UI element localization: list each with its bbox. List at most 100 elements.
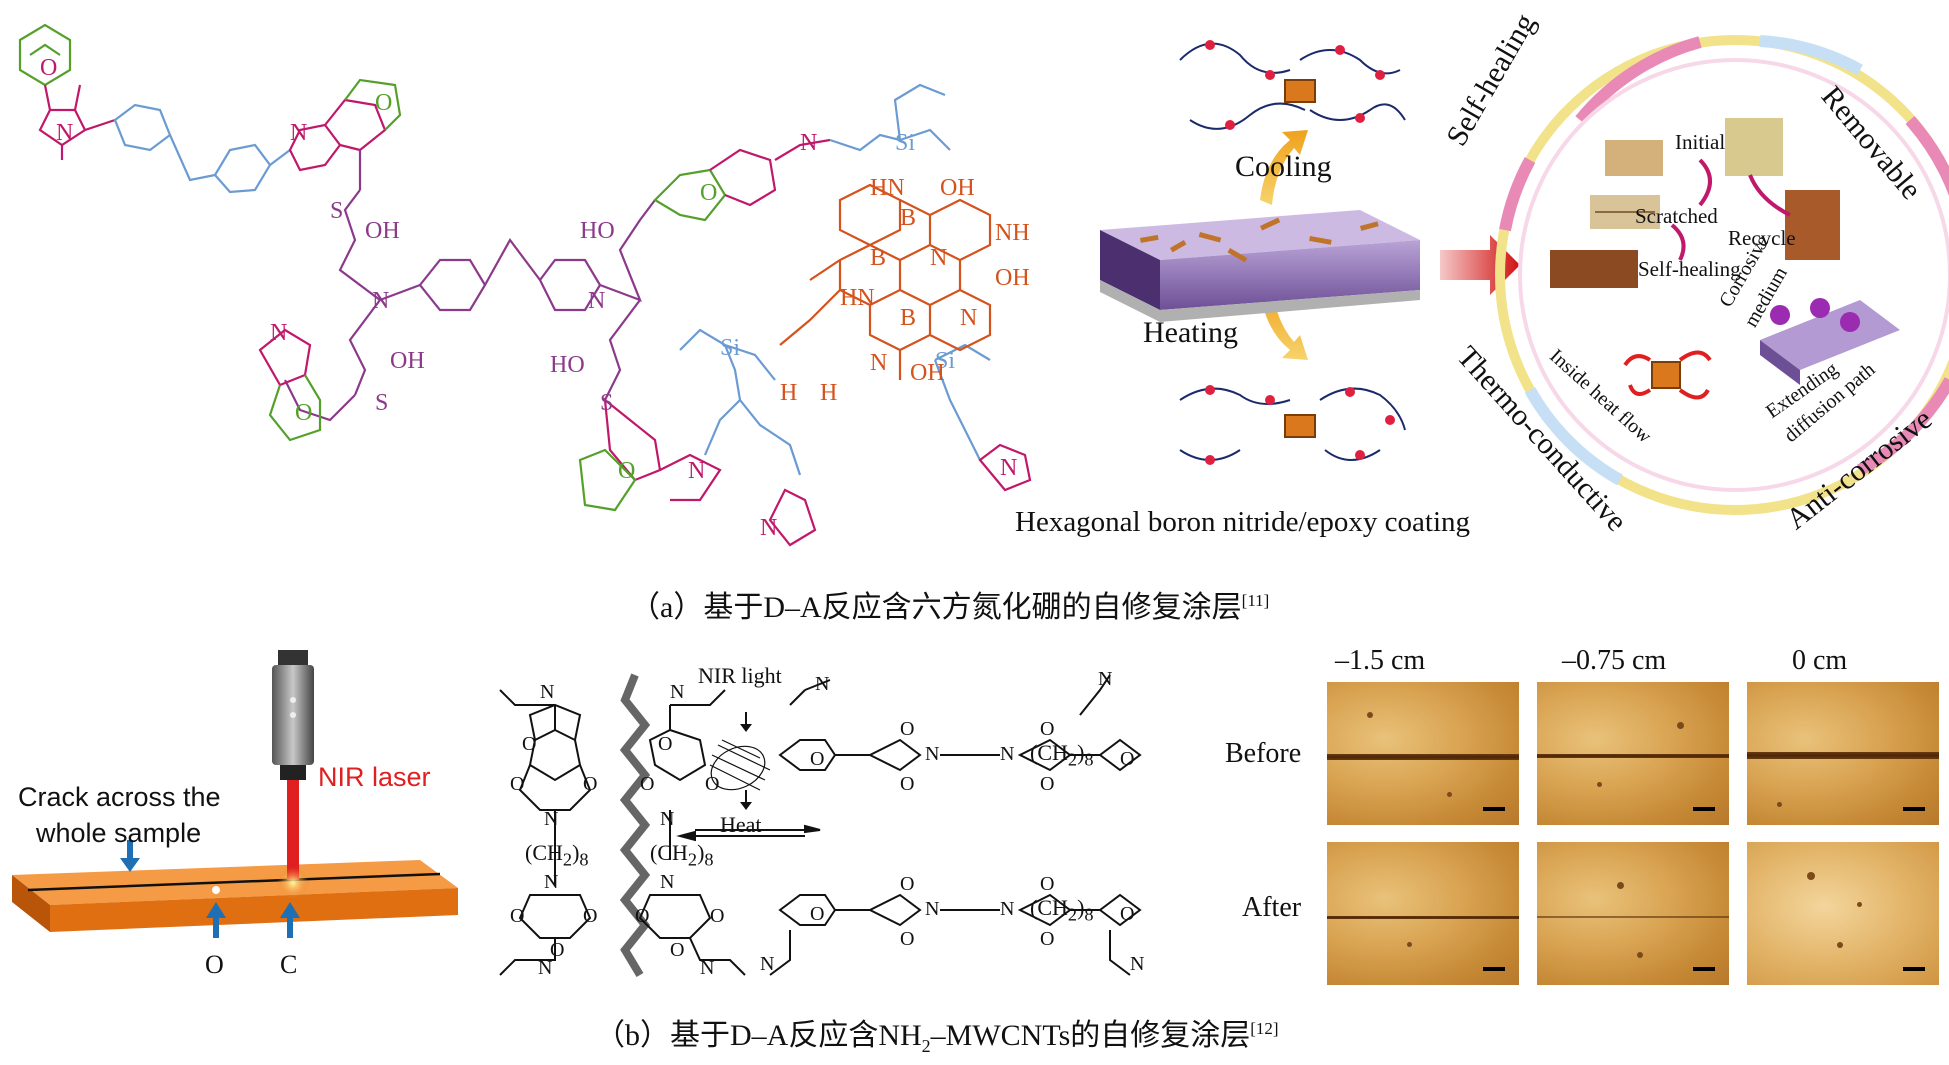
svg-text:B: B: [900, 305, 916, 331]
svg-text:O: O: [295, 400, 312, 426]
panel-a-caption: （a）基于D–A反应含六方氮化硼的自修复涂层[11]: [630, 582, 1269, 626]
svg-text:O: O: [670, 939, 684, 961]
ch2-sub: 2: [562, 849, 573, 870]
ring-inner-self-healing: Self-healing: [1638, 257, 1741, 281]
svg-text:N: N: [930, 245, 947, 271]
svg-text:N: N: [1098, 668, 1112, 690]
svg-text:N: N: [760, 515, 777, 541]
svg-text:N: N: [925, 898, 939, 920]
ch2-n: 8: [579, 849, 589, 870]
panel-b-caption-suffix: –MWCNTs的自修复涂层: [930, 1019, 1251, 1052]
svg-text:O: O: [900, 873, 914, 895]
svg-text:N: N: [700, 957, 714, 979]
panel-b-caption-sub: 2: [921, 1036, 931, 1056]
svg-text:N: N: [660, 808, 674, 830]
ring-inner-recycle: Recycle: [1728, 226, 1796, 250]
panel-a-structure: O N N O S OH N OH S N O HO N HO S O N O …: [18, 23, 1032, 547]
before-label: Before: [1225, 738, 1302, 769]
svg-text:N: N: [760, 953, 774, 975]
ch2-n: 8: [1084, 904, 1094, 925]
svg-text:O: O: [1040, 718, 1054, 740]
svg-text:O: O: [522, 733, 536, 755]
after-label: After: [1242, 892, 1302, 923]
svg-text:O: O: [375, 90, 392, 116]
point-c-label: C: [280, 950, 298, 979]
heat-label: Heat: [720, 812, 762, 837]
position-label-2: –0.75 cm: [1562, 645, 1667, 676]
svg-text:O: O: [583, 905, 597, 927]
ch2-close: ): [1077, 740, 1085, 765]
svg-text:N: N: [538, 957, 552, 979]
svg-text:N: N: [544, 871, 558, 893]
svg-text:B: B: [900, 205, 916, 231]
svg-text:OH: OH: [365, 218, 400, 244]
svg-text:N: N: [56, 120, 73, 146]
svg-text:N: N: [925, 743, 939, 765]
svg-text:O: O: [550, 939, 564, 961]
svg-text:N: N: [290, 120, 307, 146]
svg-text:O: O: [510, 773, 524, 795]
svg-text:O: O: [810, 748, 824, 770]
ch2-label-mid: (CH2)8: [650, 840, 714, 870]
svg-text:O: O: [635, 905, 649, 927]
svg-text:N: N: [1000, 455, 1017, 481]
micrograph-after-1: [1327, 842, 1519, 985]
micrograph-before-1: [1327, 682, 1519, 825]
svg-text:O: O: [810, 903, 824, 925]
ch2-label-bottom: (CH2)8: [1030, 895, 1094, 925]
svg-text:O: O: [710, 905, 724, 927]
ring-inner-scratched: Scratched: [1635, 204, 1718, 228]
ch2-label-left: (CH2)8: [525, 840, 589, 870]
svg-text:O: O: [1120, 903, 1134, 925]
ch2-close: ): [572, 840, 580, 865]
svg-text:O: O: [1040, 873, 1054, 895]
ch2-close: ): [1077, 895, 1085, 920]
svg-text:O: O: [700, 180, 717, 206]
svg-text:O: O: [1040, 928, 1054, 950]
cooling-label: Cooling: [1235, 150, 1332, 183]
svg-text:O: O: [658, 733, 672, 755]
svg-text:O: O: [900, 773, 914, 795]
svg-text:N: N: [670, 681, 684, 703]
svg-text:O: O: [1040, 773, 1054, 795]
nir-laser-label: NIR laser: [318, 762, 431, 792]
ch2-open: (CH: [525, 840, 563, 865]
svg-text:N: N: [540, 681, 554, 703]
svg-text:S: S: [600, 390, 613, 416]
svg-text:N: N: [1000, 743, 1014, 765]
svg-text:O: O: [900, 718, 914, 740]
heating-label: Heating: [1143, 316, 1238, 349]
panel-a-caption-text: （a）基于D–A反应含六方氮化硼的自修复涂层: [630, 591, 1242, 624]
svg-text:Si: Si: [895, 130, 915, 156]
svg-text:O: O: [705, 773, 719, 795]
svg-text:B: B: [870, 245, 886, 271]
ch2-sub: 2: [1067, 904, 1078, 925]
svg-text:Si: Si: [720, 335, 740, 361]
svg-text:N: N: [1130, 953, 1144, 975]
point-o-label: O: [205, 950, 224, 979]
ch2-open: (CH: [1030, 895, 1068, 920]
ch2-sub: 2: [1067, 749, 1078, 770]
svg-text:OH: OH: [995, 265, 1030, 291]
position-label-3: 0 cm: [1792, 645, 1848, 676]
panel-b-caption-text: （b）基于D–A反应含NH: [595, 1019, 922, 1052]
ch2-sub: 2: [687, 849, 698, 870]
nir-light-label: NIR light: [698, 663, 782, 688]
svg-text:OH: OH: [910, 360, 945, 386]
panel-b-laser-setup: [12, 650, 458, 938]
svg-text:O: O: [583, 773, 597, 795]
svg-text:O: O: [640, 773, 654, 795]
svg-text:H: H: [780, 380, 797, 406]
svg-text:HO: HO: [580, 218, 615, 244]
ch2-n: 8: [1084, 749, 1094, 770]
micrograph-after-2: [1537, 842, 1729, 985]
svg-text:O: O: [40, 55, 57, 81]
svg-text:NH: NH: [995, 220, 1030, 246]
svg-text:S: S: [375, 390, 388, 416]
svg-text:O: O: [900, 928, 914, 950]
svg-text:N: N: [815, 673, 829, 695]
ch2-open: (CH: [1030, 740, 1068, 765]
svg-text:HN: HN: [840, 285, 875, 311]
svg-text:N: N: [800, 130, 817, 156]
svg-text:N: N: [1000, 898, 1014, 920]
